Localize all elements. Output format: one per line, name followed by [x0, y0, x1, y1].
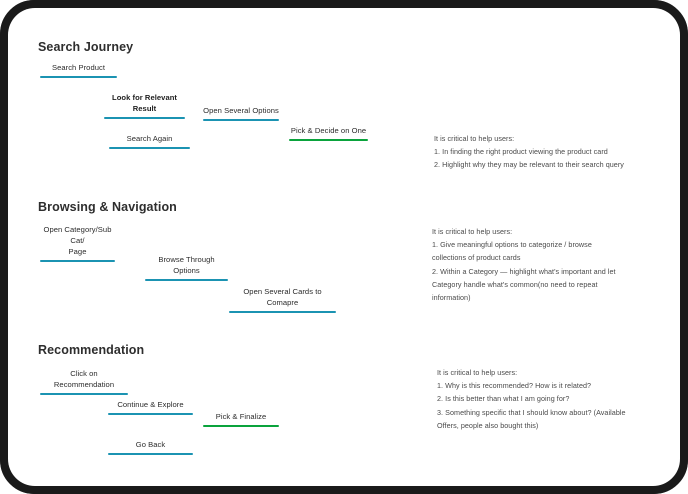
journey-step-label: Search Product — [51, 63, 106, 72]
note-line: 2. Highlight why they may be relevant to… — [434, 160, 624, 170]
journey-step-label: Continue & Explore — [117, 400, 184, 409]
journey-step-bar-teal — [104, 117, 185, 119]
journey-step[interactable]: Open Several Options — [203, 105, 279, 121]
journey-step-label: Search Again — [126, 134, 173, 143]
note-line: information) — [432, 293, 471, 303]
note-line: 1. Give meaningful options to categorize… — [432, 240, 592, 250]
note-line: collections of product cards — [432, 253, 521, 263]
note-line: It is critical to help users: — [434, 134, 515, 143]
journey-step[interactable]: Search Again — [109, 133, 190, 149]
journey-step-label: Open Category/Sub Cat/ Page — [43, 225, 112, 256]
journey-step-label: Open Several Cards to Comapre — [243, 287, 322, 307]
journey-step-label: Pick & Finalize — [215, 412, 267, 421]
note-line: 3. Something specific that I should know… — [437, 407, 626, 417]
journey-step[interactable]: Go Back — [108, 439, 193, 455]
note-line: Category handle what's common(no need to… — [432, 279, 598, 289]
section-title-2: Browsing & Navigation — [38, 200, 177, 214]
journey-step-bar-teal — [109, 147, 190, 149]
journey-step[interactable]: Open Category/Sub Cat/ Page — [40, 224, 115, 262]
journey-step[interactable]: Search Product — [40, 62, 117, 78]
journey-step-label: Pick & Decide on One — [290, 126, 367, 135]
note-line: It is critical to help users: — [437, 368, 518, 377]
journey-step-bar-teal — [229, 311, 336, 313]
journey-step-bar-green — [203, 425, 279, 427]
journey-step-bar-teal — [145, 279, 228, 281]
journey-step-label: Open Several Options — [203, 106, 279, 115]
journey-step-label: Go Back — [135, 440, 166, 449]
section-notes-2: It is critical to help users: 1. Give mea… — [432, 225, 650, 304]
journey-step-bar-green — [289, 139, 368, 141]
journey-step[interactable]: Open Several Cards to Comapre — [229, 286, 336, 313]
journey-step[interactable]: Pick & Decide on One — [289, 125, 368, 141]
journey-step[interactable]: Pick & Finalize — [203, 411, 279, 427]
journey-step-bar-teal — [40, 76, 117, 78]
journey-step[interactable]: Look for Relevant Result — [104, 92, 185, 119]
journey-step[interactable]: Continue & Explore — [108, 399, 193, 415]
section-notes-3: It is critical to help users: 1. Why is t… — [437, 366, 653, 432]
note-line: It is critical to help users: — [432, 227, 513, 236]
journey-step-label: Look for Relevant Result — [112, 93, 177, 113]
journey-step-bar-teal — [40, 393, 128, 395]
journey-step-bar-teal — [108, 413, 193, 415]
note-line: 1. Why is this recommended? How is it re… — [437, 381, 592, 391]
note-line: 2. Is this better than what I am going f… — [437, 394, 570, 404]
note-line: 2. Within a Category — highlight what's … — [432, 266, 616, 276]
note-line: Offers, people also bought this) — [437, 420, 539, 430]
note-line: 1. In finding the right product viewing … — [434, 147, 608, 157]
journey-step[interactable]: Click on Recommendation — [40, 368, 128, 395]
journey-step[interactable]: Browse Through Options — [145, 254, 228, 281]
journey-step-bar-teal — [203, 119, 279, 121]
section-title-1: Search Journey — [38, 40, 134, 54]
journey-step-label: Browse Through Options — [158, 255, 215, 275]
journey-step-bar-teal — [40, 260, 115, 262]
journey-step-label: Click on Recommendation — [53, 369, 115, 389]
section-title-3: Recommendation — [38, 343, 145, 357]
section-notes-1: It is critical to help users: 1. In findi… — [434, 132, 649, 172]
journey-step-bar-teal — [108, 453, 193, 455]
